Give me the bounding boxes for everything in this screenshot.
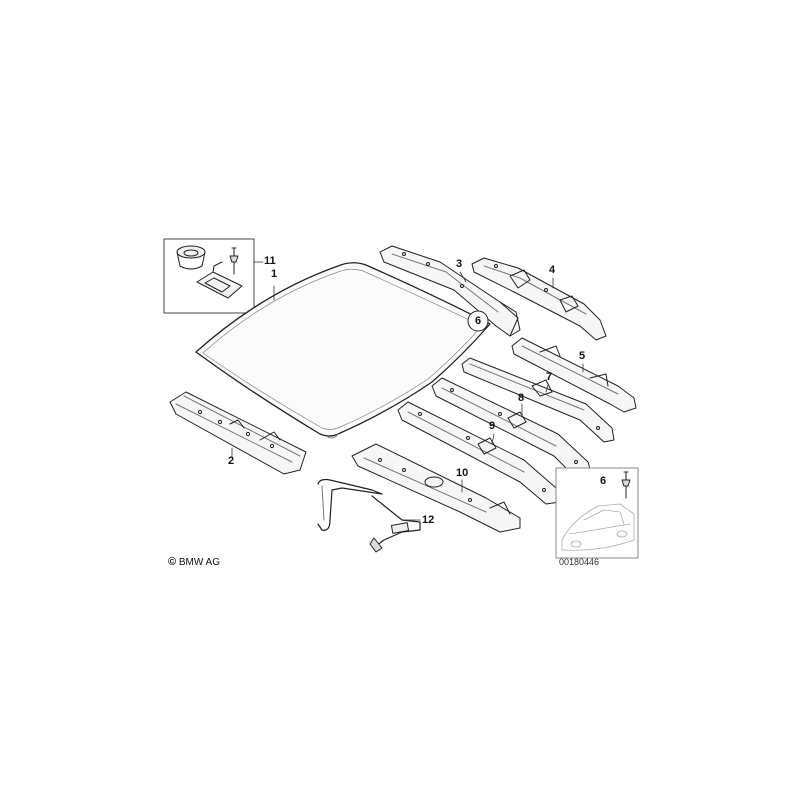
part-4-side-rail-outer bbox=[471, 257, 607, 341]
part-6-inset bbox=[555, 467, 639, 559]
copyright-notice: © BMW AG bbox=[168, 556, 220, 568]
callout-1: 1 bbox=[271, 268, 278, 280]
callout-4: 4 bbox=[549, 264, 556, 276]
callout-12: 12 bbox=[422, 514, 435, 526]
part-7-roof-bow bbox=[461, 357, 615, 443]
leader-lines bbox=[231, 261, 584, 521]
copyright-text: BMW AG bbox=[178, 557, 221, 568]
callout-6-main: 6 bbox=[475, 315, 482, 327]
part-1-roof-panel bbox=[195, 262, 491, 439]
part-11-inset bbox=[163, 238, 255, 314]
callout-11: 11 bbox=[264, 255, 276, 267]
callout-9: 9 bbox=[489, 420, 496, 432]
callout-3: 3 bbox=[456, 258, 463, 270]
callout-2: 2 bbox=[228, 455, 235, 467]
part-12-drain-hose bbox=[317, 478, 421, 553]
callout-5: 5 bbox=[579, 350, 586, 362]
image-number: 00180446 bbox=[559, 557, 600, 567]
part-10-rear-rail bbox=[351, 443, 521, 533]
callout-10: 10 bbox=[456, 467, 469, 479]
copyright-symbol: © bbox=[168, 556, 177, 568]
callout-6-inset: 6 bbox=[600, 475, 607, 487]
part-2-front-rail bbox=[169, 391, 307, 475]
callout-8: 8 bbox=[518, 392, 525, 404]
callout-7: 7 bbox=[546, 371, 553, 383]
part-5-rail bbox=[511, 337, 637, 413]
callout-6-circle bbox=[467, 310, 489, 332]
